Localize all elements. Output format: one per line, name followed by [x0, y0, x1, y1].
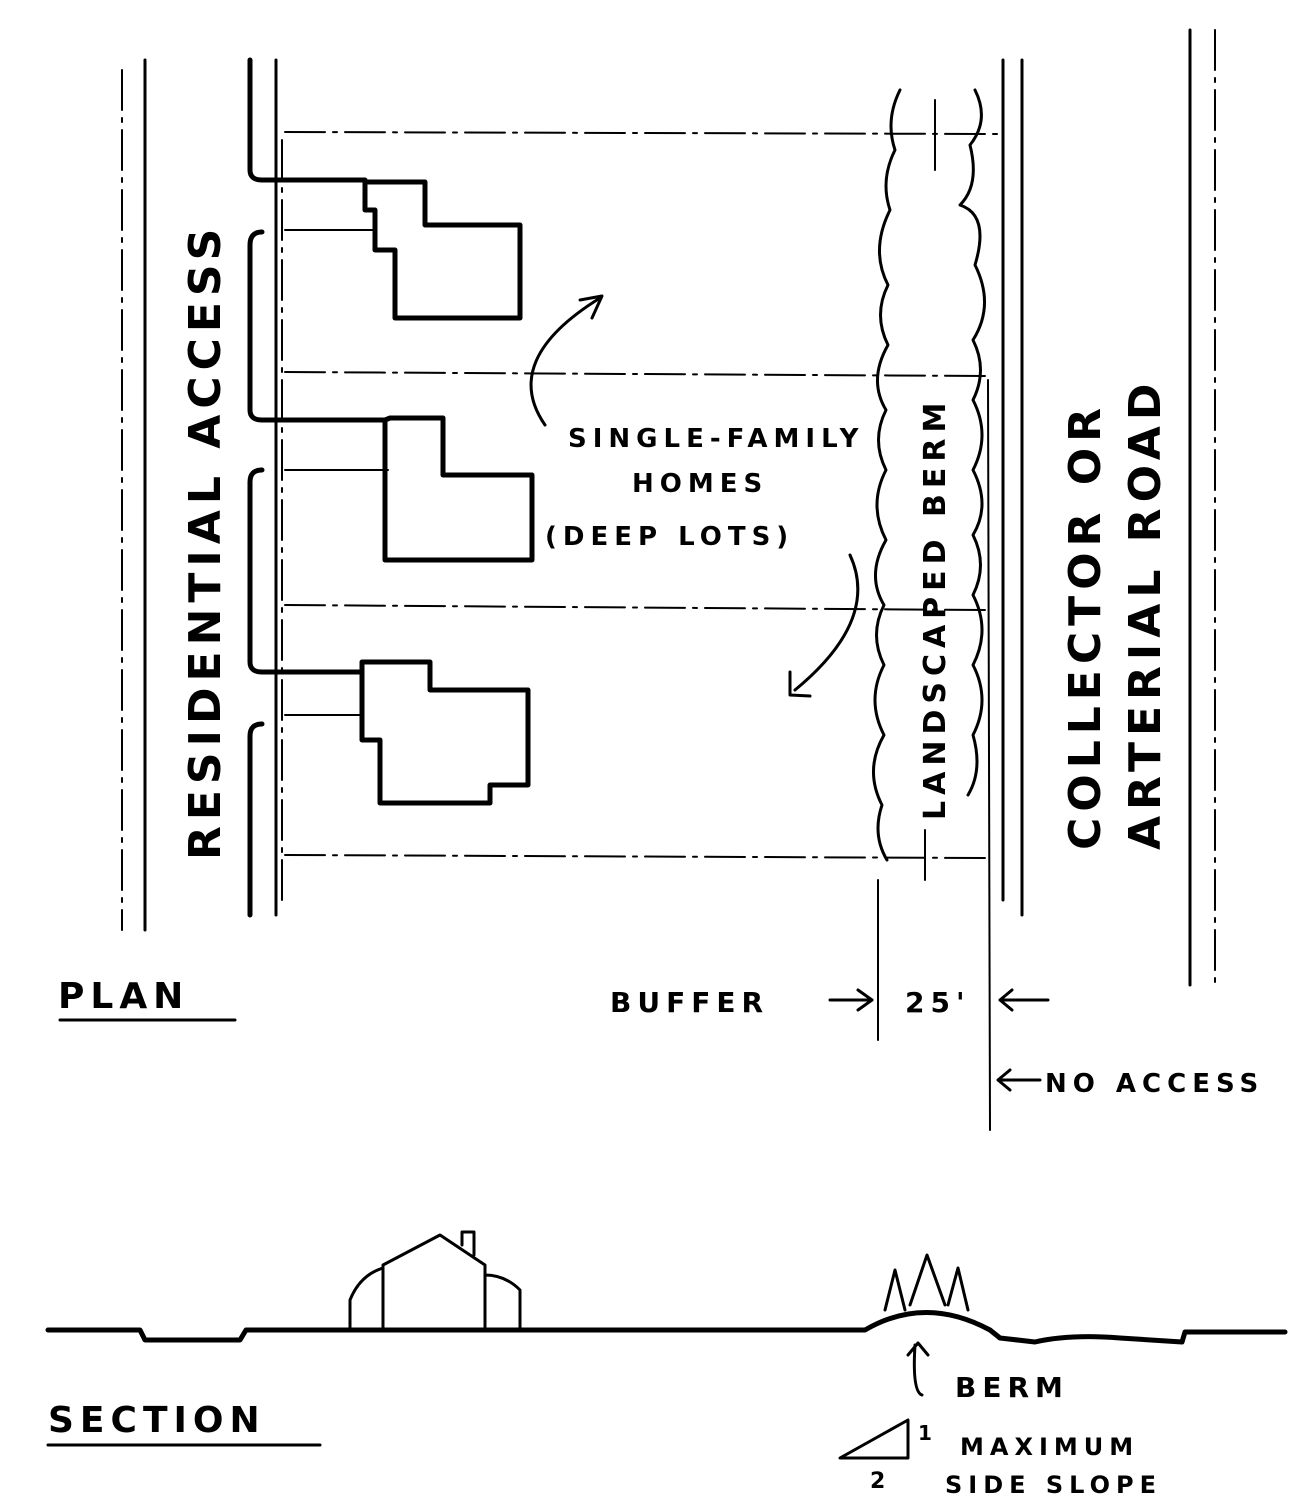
ground-line — [45, 1310, 1288, 1345]
no-access-arrow — [996, 1068, 1042, 1092]
homes-label-2: HOMES — [632, 469, 768, 499]
lot-lines — [284, 131, 1001, 859]
house-1 — [362, 179, 523, 321]
section-trees — [883, 1253, 970, 1312]
section-title: SECTION — [48, 1400, 266, 1441]
buffer-width: 25' — [905, 986, 971, 1019]
landscaped-berm — [872, 88, 986, 862]
collector-label: COLLECTOR OR — [1060, 402, 1111, 850]
arterial-road-label: ARTERIAL ROAD — [1120, 378, 1171, 850]
residential-access-label: RESIDENTIAL ACCESS — [180, 223, 231, 860]
no-access-line — [987, 379, 991, 1131]
no-access-label: NO ACCESS — [1045, 1069, 1264, 1099]
buffer-arrows — [828, 988, 1050, 1012]
berm-arrow — [906, 1341, 930, 1397]
buffer-label: BUFFER — [610, 986, 769, 1019]
plan-title: PLAN — [58, 976, 189, 1017]
slope-triangle — [838, 1418, 910, 1460]
section-view: BERM 1 2 MAXIMUM SIDE SLOPE SECTION — [45, 1230, 1288, 1499]
plan-view: LANDSCAPED BERM RESIDENTIAL ACCESS COLLE… — [58, 28, 1264, 1131]
slope-label-1: MAXIMUM — [960, 1433, 1139, 1461]
arrow-to-lot — [788, 553, 860, 698]
left-curb — [247, 57, 388, 918]
slope-label-2: SIDE SLOPE — [945, 1471, 1162, 1499]
slope-rise: 1 — [918, 1421, 938, 1445]
house-3 — [359, 659, 531, 806]
arrow-to-house-1 — [529, 294, 604, 427]
section-berm-label: BERM — [955, 1371, 1069, 1404]
section-house — [348, 1230, 522, 1330]
homes-label-3: (DEEP LOTS) — [545, 522, 794, 552]
house-2 — [382, 415, 535, 563]
homes-label-1: SINGLE-FAMILY — [568, 424, 864, 454]
berm-label: LANDSCAPED BERM — [918, 397, 953, 820]
slope-run: 2 — [870, 1469, 891, 1494]
